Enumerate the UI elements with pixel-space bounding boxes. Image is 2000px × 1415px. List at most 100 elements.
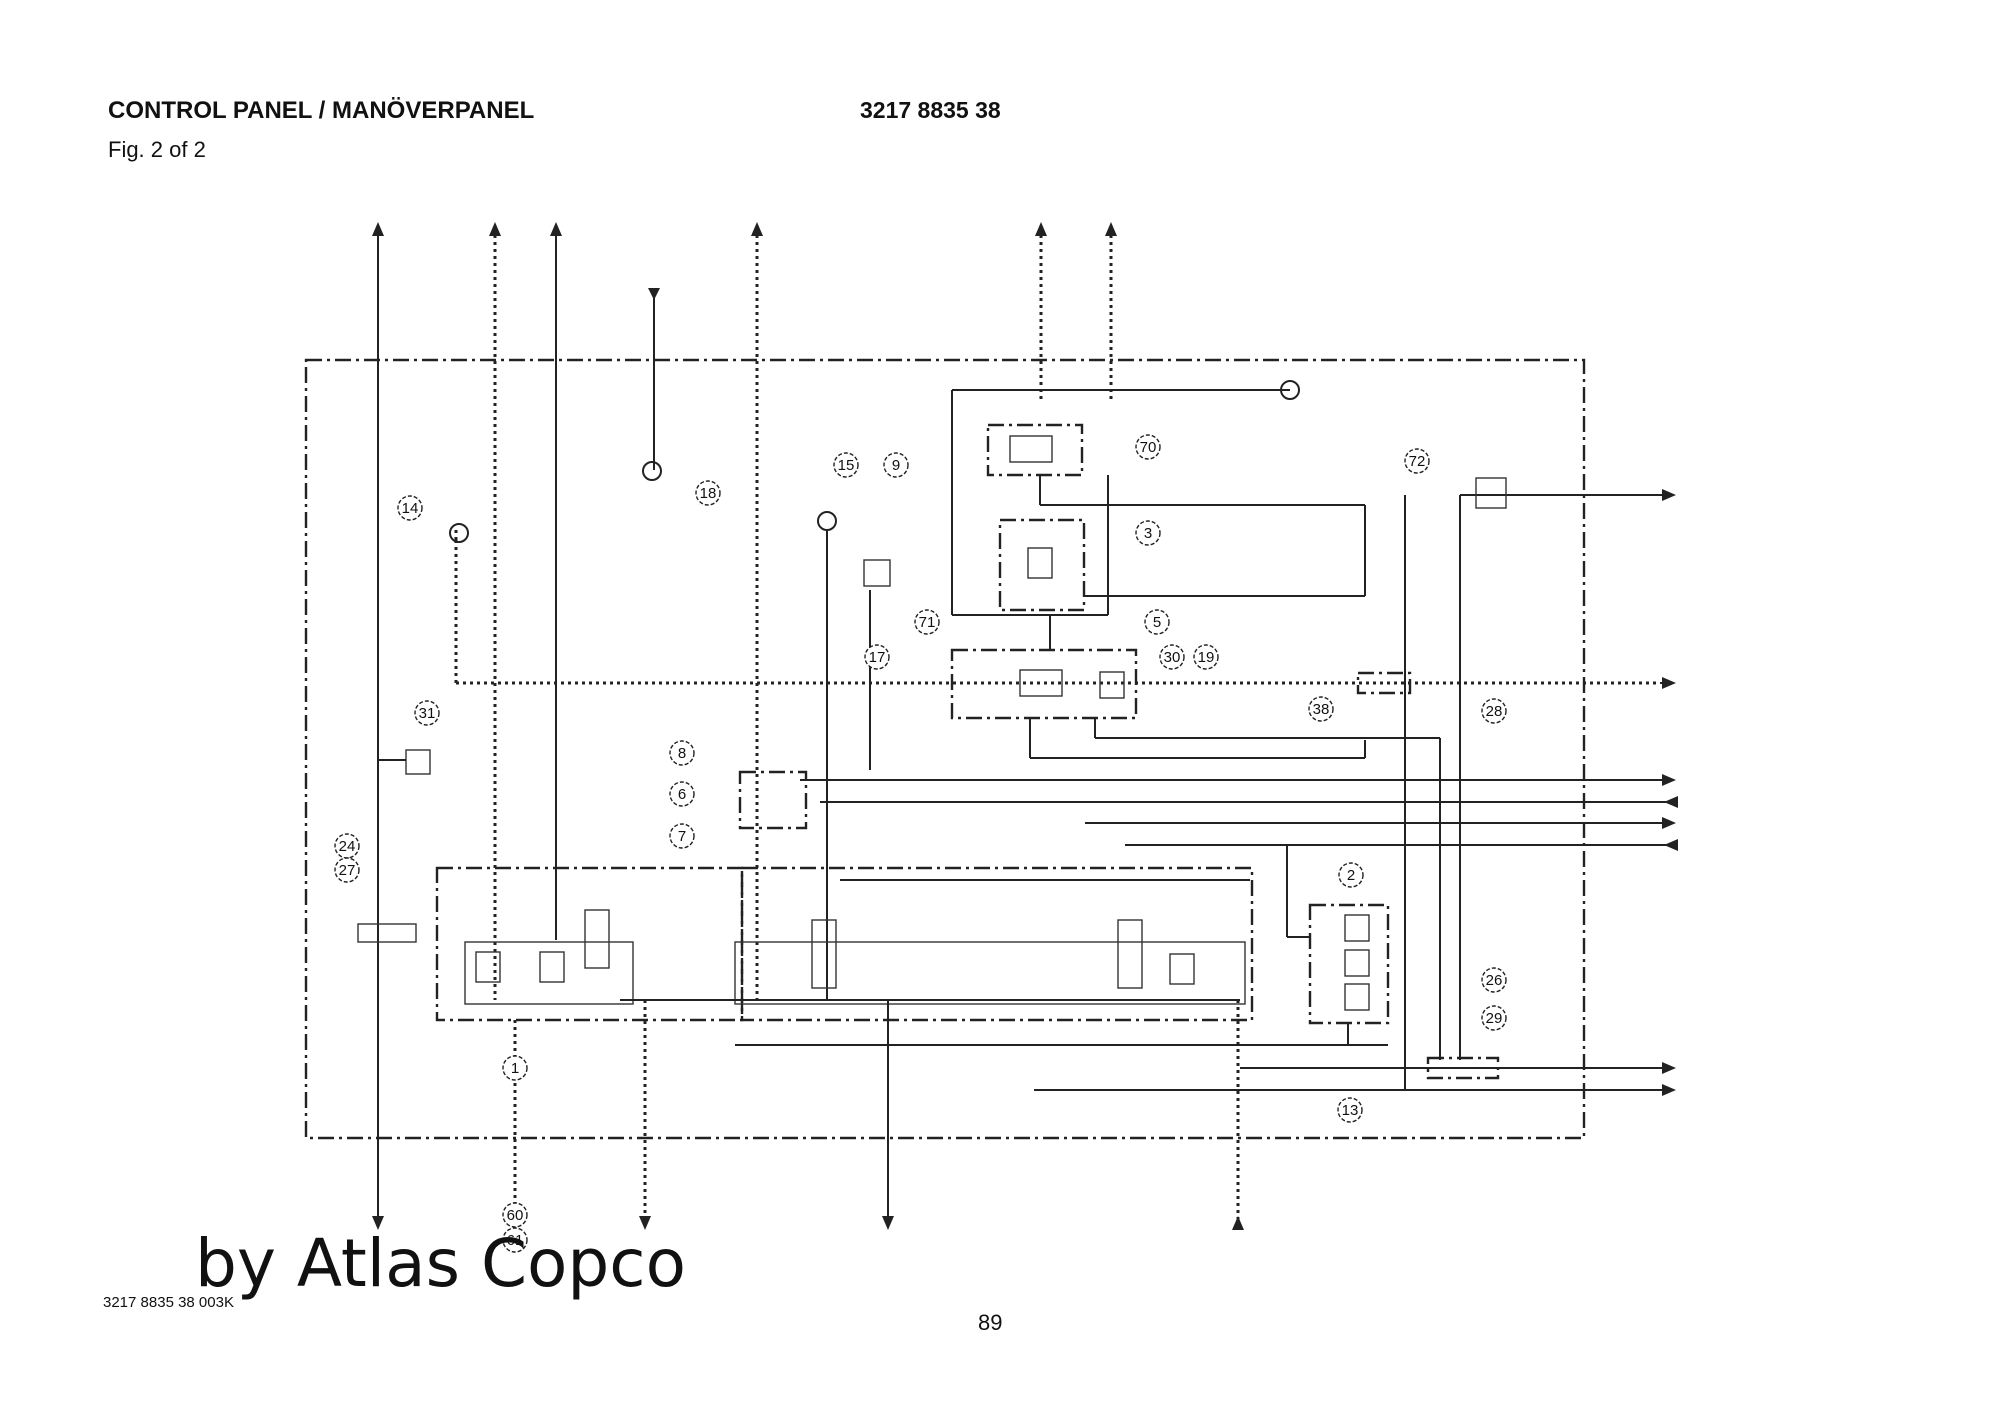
callout-label: 29 [1486, 1010, 1503, 1027]
valve-symbol [1344, 914, 1370, 942]
callout-label: 18 [700, 485, 717, 502]
callout-label: 72 [1409, 453, 1426, 470]
callout-13: 13 [1337, 1097, 1363, 1123]
valve-section [464, 941, 634, 1005]
callout-label: 26 [1486, 972, 1503, 989]
callout-label: 30 [1164, 649, 1181, 666]
callout-19: 19 [1193, 644, 1219, 670]
arrow-up [1105, 222, 1117, 236]
page-title: CONTROL PANEL / MANÖVERPANEL [108, 97, 535, 124]
callout-17: 17 [864, 644, 890, 670]
arrow-right [1662, 774, 1676, 786]
valve-symbol [1344, 983, 1370, 1011]
callout-label: 19 [1198, 649, 1215, 666]
callout-label: 70 [1140, 439, 1157, 456]
arrow-left [1664, 796, 1678, 808]
callout-label: 6 [678, 786, 686, 803]
callout-72: 72 [1404, 448, 1430, 474]
relief-valve-symbol [1169, 953, 1195, 985]
callout-3: 3 [1135, 520, 1161, 546]
callout-label: 60 [507, 1207, 524, 1224]
callout-2: 2 [1338, 862, 1364, 888]
valve-block-70 [986, 423, 1084, 477]
filter-9-symbol [863, 559, 891, 587]
arrow-up [1035, 222, 1047, 236]
panel-boundary [304, 358, 1586, 1140]
directional-valve-symbol [811, 919, 837, 989]
callout-1: 1 [502, 1055, 528, 1081]
callout-30: 30 [1159, 644, 1185, 670]
arrow-right [1662, 1062, 1676, 1074]
page-number: 89 [978, 1310, 1003, 1335]
callout-label: 28 [1486, 703, 1503, 720]
valve-block-3 [998, 518, 1086, 612]
callout-26: 26 [1481, 967, 1507, 993]
valve-section [734, 941, 1246, 1005]
arrow-right [1662, 489, 1676, 501]
watermark: by Atlas Copco [195, 1225, 686, 1302]
callout-24: 24 [334, 833, 360, 859]
callout-label: 71 [919, 614, 936, 631]
valve-block-1 [435, 866, 744, 1022]
callout-27: 27 [334, 857, 360, 883]
callout-label: 3 [1144, 525, 1152, 542]
arrow-down [639, 1216, 651, 1230]
callout-60: 60 [502, 1202, 528, 1228]
gauge-icon [1280, 380, 1300, 400]
relief-valve-symbol [475, 951, 501, 983]
callout-5: 5 [1144, 609, 1170, 635]
arrow-right [1662, 1084, 1676, 1096]
arrow-up [550, 222, 562, 236]
callout-label: 15 [838, 457, 855, 474]
callout-14: 14 [397, 495, 423, 521]
callout-61: 61 [502, 1227, 528, 1253]
restrictor-block-8 [738, 770, 808, 830]
arrow-right [1662, 817, 1676, 829]
callout-label: 2 [1347, 867, 1355, 884]
arrow-up [372, 222, 384, 236]
callout-71: 71 [914, 609, 940, 635]
callout-18: 18 [695, 480, 721, 506]
callout-label: 9 [892, 457, 900, 474]
callout-label: 38 [1313, 701, 1330, 718]
valve-symbol [1099, 671, 1125, 699]
valve-72-symbol [1475, 477, 1507, 509]
relief-valve-symbol [539, 951, 565, 983]
callout-label: 14 [402, 500, 419, 517]
callout-label: 24 [339, 838, 356, 855]
callout-label: 7 [678, 828, 686, 845]
part-number: 3217 8835 38 [860, 97, 1001, 123]
relief-valve-symbol [1027, 547, 1053, 579]
callout-31: 31 [414, 700, 440, 726]
valve-symbol [1019, 669, 1063, 697]
valve-block-2 [1308, 903, 1390, 1025]
drawing-code: 3217 8835 38 003K [103, 1294, 234, 1311]
directional-valve-symbol [1117, 919, 1143, 989]
callout-label: 17 [869, 649, 886, 666]
gauge-icon [449, 523, 469, 543]
valve-symbol [1344, 949, 1370, 977]
arrow-down [882, 1216, 894, 1230]
callout-29: 29 [1481, 1005, 1507, 1031]
callout-38: 38 [1308, 696, 1334, 722]
callout-label: 61 [507, 1232, 524, 1249]
callout-28: 28 [1481, 698, 1507, 724]
callout-label: 8 [678, 745, 686, 762]
arrow-left [1664, 839, 1678, 851]
callout-70: 70 [1135, 434, 1161, 460]
valve-24-symbol [357, 923, 417, 943]
coupling-29 [1426, 1056, 1500, 1080]
callout-6: 6 [669, 781, 695, 807]
arrow-right [1662, 677, 1676, 689]
callout-15: 15 [833, 452, 859, 478]
callout-label: 5 [1153, 614, 1161, 631]
switch-31-symbol [405, 749, 431, 775]
callout-label: 13 [1342, 1102, 1359, 1119]
callout-label: 31 [419, 705, 436, 722]
arrow-up [751, 222, 763, 236]
valve-block-5 [950, 648, 1138, 720]
gauge-icon [642, 461, 662, 481]
callout-label: 27 [339, 862, 356, 879]
directional-valve-symbol [584, 909, 610, 969]
